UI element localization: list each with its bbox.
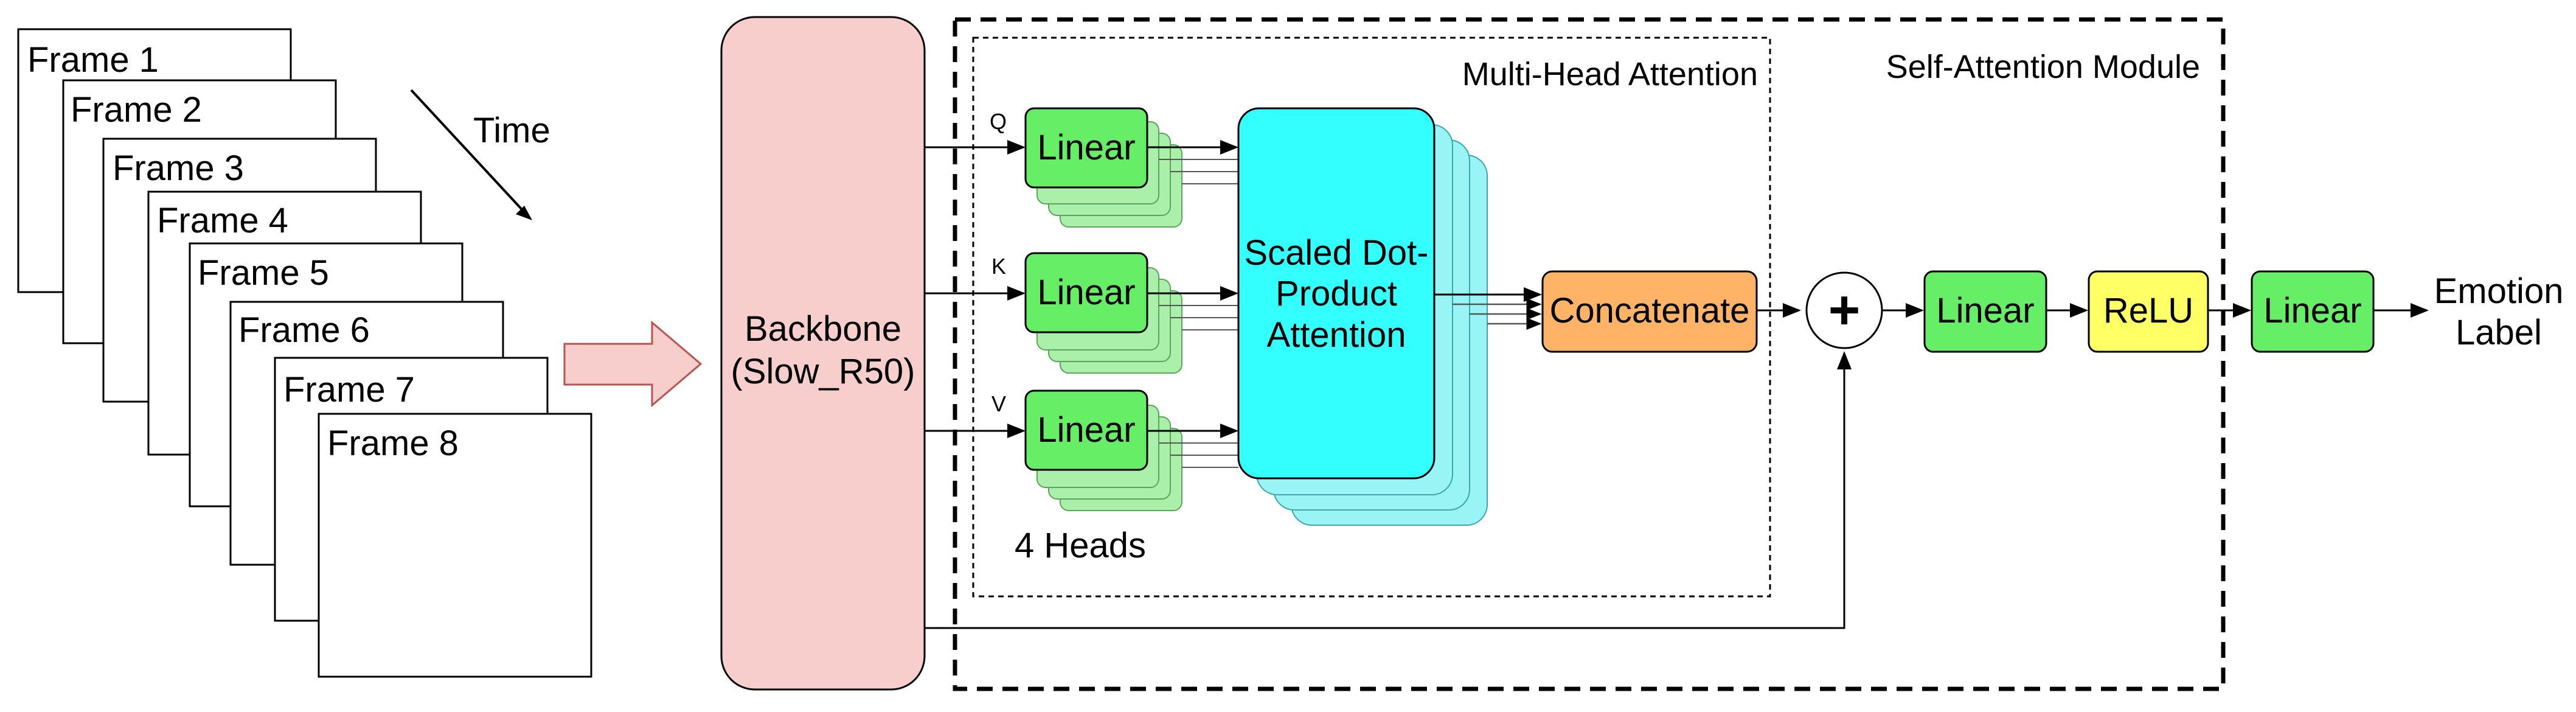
sdpa-label-line3: Attention [1267,315,1406,355]
frame-3-label: Frame 3 [113,148,244,188]
time-arrow [410,89,529,217]
frame-4-label: Frame 4 [157,201,288,240]
frame-5-label: Frame 5 [198,253,329,293]
frame-stack: Frame 1 Frame 2 Frame 3 Frame 4 Frame 5 … [17,28,592,678]
self-attention-module-box [953,17,2226,691]
linear-q-label: Linear [1037,128,1135,167]
frame-7-label: Frame 7 [283,370,415,410]
frame-8-box [318,413,592,678]
time-arrowhead [516,206,532,220]
sdpa-to-concat-arrows [1434,287,1542,330]
sdpa-label-line2: Product [1276,274,1397,313]
frame-8-label: Frame 8 [327,424,459,463]
linear-k-stack: Linear [1024,252,1182,374]
q-label: Q [990,109,1007,134]
linear-q-stack: Linear [1024,107,1182,228]
self-attention-module-title: Self-Attention Module [1886,49,2200,85]
linear-v-label: Linear [1037,410,1135,450]
frame-1-label: Frame 1 [27,40,159,80]
frame-2-label: Frame 2 [71,90,202,130]
sdpa-box [1237,107,1436,480]
concatenate-label: Concatenate [1550,291,1750,330]
backbone-label-model: (Slow_R50) [731,352,915,391]
linear-fc1-label: Linear [1936,291,2034,330]
linear-k-label: Linear [1037,273,1135,312]
linear-fc2-box [2251,270,2375,353]
linear-to-sdpa-arrows [1147,140,1238,468]
multi-head-attention-title: Multi-Head Attention [1462,56,1758,92]
multi-head-attention-box [972,37,1771,598]
v-label: V [991,391,1006,416]
residual-connection-arrow [925,351,1852,629]
add-symbol: + [1828,280,1861,341]
backbone-label: Backbone [745,309,901,349]
frame-6-label: Frame 6 [238,310,370,350]
relu-label: ReLU [2103,291,2193,330]
k-label: K [991,254,1006,279]
emotion-label-line1: Emotion [2434,271,2564,311]
sdpa-stack: Scaled Dot- Product Attention [1237,107,1488,526]
linear-v-stack: Linear [1024,389,1182,511]
backbone-box [720,16,926,691]
emotion-label-line2: Label [2456,313,2542,352]
concatenate-box [1541,270,1758,353]
sdpa-label-line1: Scaled Dot- [1244,233,1428,273]
time-label: Time [473,111,550,150]
linear-fc1-box [1923,270,2047,353]
heads-count-label: 4 Heads [1015,526,1146,565]
input-arrow [563,320,703,408]
linear-fc2-label: Linear [2263,291,2361,330]
relu-box [2088,270,2209,353]
